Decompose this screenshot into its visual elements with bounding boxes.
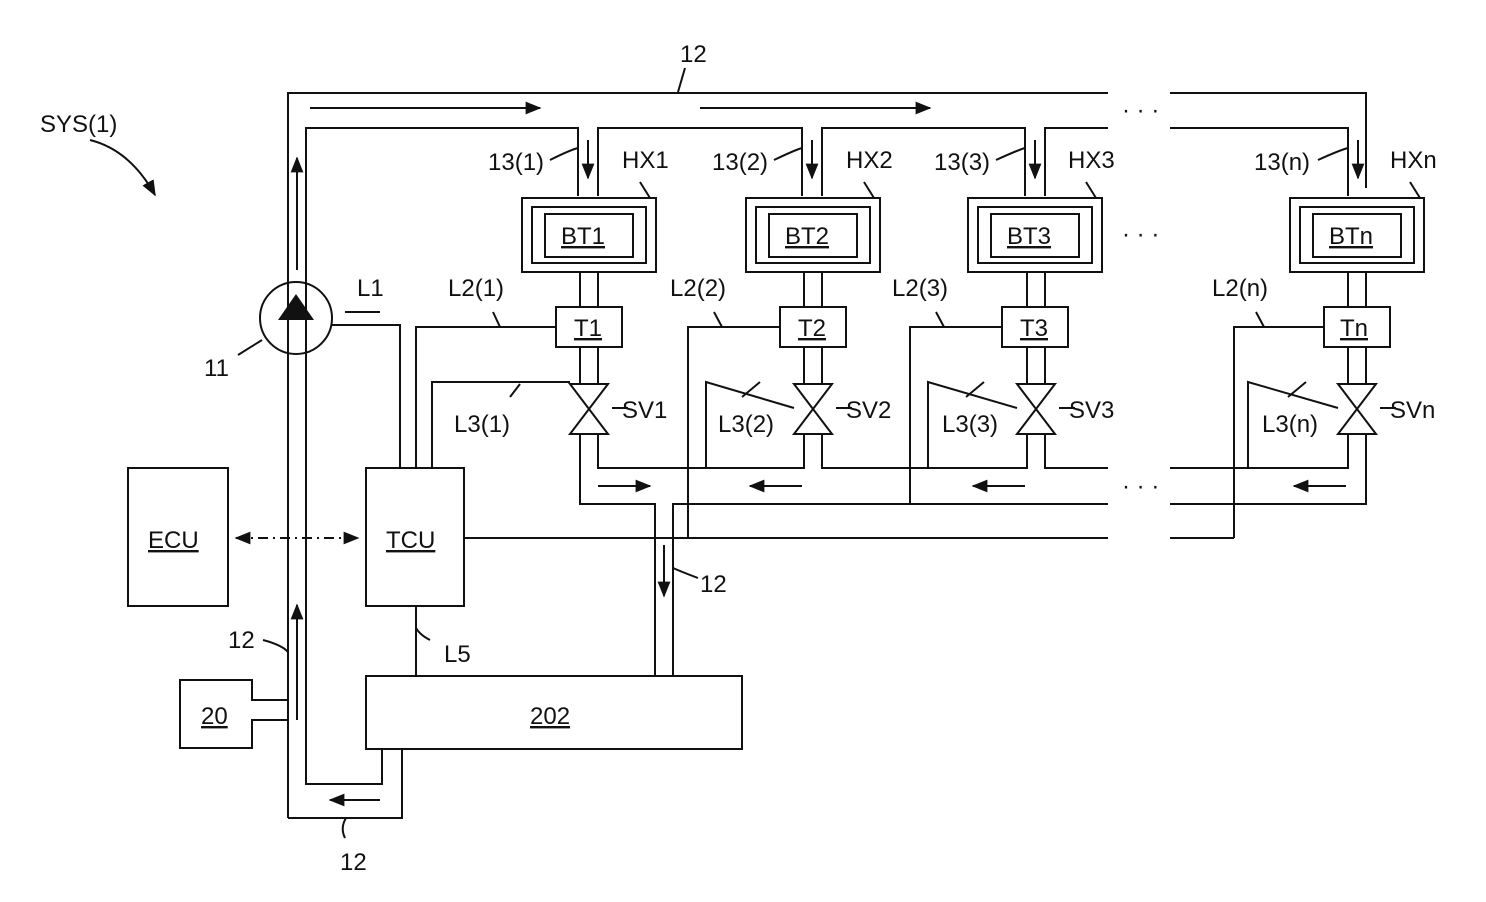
- line-l5-label: L5: [444, 641, 471, 668]
- hx-label: HX1: [622, 147, 669, 174]
- branch-label: 13(3): [934, 149, 990, 176]
- t-label: T1: [574, 315, 602, 342]
- ellipsis-top: · · ·: [1122, 97, 1159, 124]
- sv-label: SV2: [846, 397, 891, 424]
- l2-label: L2(n): [1212, 275, 1268, 302]
- ecu-label: ECU: [148, 527, 199, 554]
- l3-label: L3(1): [454, 411, 510, 438]
- branch-label: 13(2): [712, 149, 768, 176]
- hx-label: HX2: [846, 147, 893, 174]
- bt-label: BT1: [561, 223, 605, 250]
- unit-20-connector: [180, 680, 288, 748]
- pipe-label-center: 12: [700, 571, 727, 598]
- l3-label: L3(3): [942, 411, 998, 438]
- line-l1-label: L1: [357, 275, 384, 302]
- supply-pipe: [288, 93, 1366, 818]
- l2-label: L2(1): [448, 275, 504, 302]
- branch-label: 13(n): [1254, 149, 1310, 176]
- t-label: T3: [1020, 315, 1048, 342]
- ellipsis-mid: · · ·: [1122, 221, 1159, 248]
- sv-label: SV1: [622, 397, 667, 424]
- system-label: SYS(1): [40, 111, 117, 138]
- pipe-label-left: 12: [228, 627, 255, 654]
- hx-label: HX3: [1068, 147, 1115, 174]
- l3-label: L3(2): [718, 411, 774, 438]
- sv-label: SVn: [1390, 397, 1435, 424]
- pipe-label-top: 12: [680, 41, 707, 68]
- pump-label: 11: [204, 355, 229, 382]
- hx-label: HXn: [1390, 147, 1437, 174]
- t-label: Tn: [1340, 315, 1368, 342]
- l2-label: L2(3): [892, 275, 948, 302]
- bt-label: BT3: [1007, 223, 1051, 250]
- branch-label: 13(1): [488, 149, 544, 176]
- bt-label: BTn: [1329, 223, 1373, 250]
- unit-20-label: 20: [201, 703, 228, 730]
- pump-arrow-icon: [278, 294, 314, 320]
- l3-label: L3(n): [1262, 411, 1318, 438]
- sv-label: SV3: [1069, 397, 1114, 424]
- tcu-label: TCU: [386, 527, 435, 554]
- t-label: T2: [798, 315, 826, 342]
- bt-label: BT2: [785, 223, 829, 250]
- unit-202-label: 202: [530, 703, 570, 730]
- pipe-label-bottom: 12: [340, 849, 367, 876]
- ellipsis-bottom: · · ·: [1122, 473, 1159, 500]
- l2-label: L2(2): [670, 275, 726, 302]
